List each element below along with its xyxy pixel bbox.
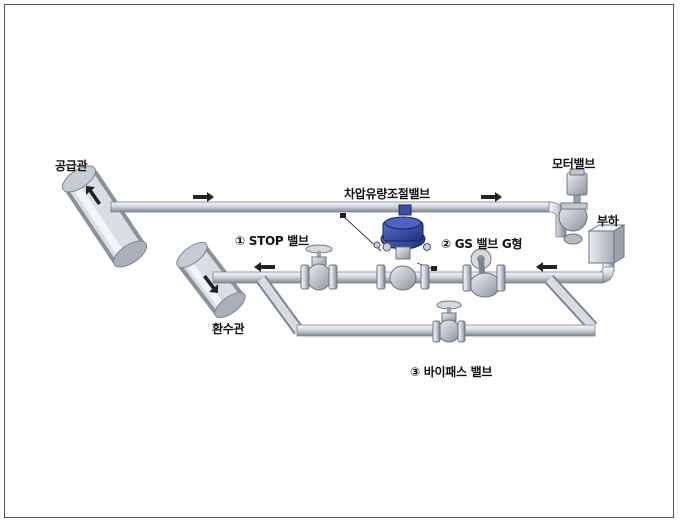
diagram-frame: 공급관 환수관 모터밸브 부하 차압유량조절밸브 ① STOP 밸브 ② GS … — [4, 4, 674, 518]
stop-valve — [300, 244, 338, 291]
gs-valve — [462, 248, 506, 298]
return-pipe — [176, 241, 246, 319]
piping-diagram — [61, 165, 626, 343]
arrow-left-icon — [536, 262, 557, 272]
supply-pipe — [61, 165, 148, 268]
diff-pressure-valve — [340, 204, 437, 291]
load-label: 부하 — [597, 214, 619, 228]
bypass-valve-label: ③ 바이패스 밸브 — [410, 365, 493, 379]
supply-pipe-label: 공급관 — [55, 159, 88, 173]
supply-line — [110, 201, 567, 238]
arrow-upleft-icon — [86, 186, 101, 205]
stop-valve-label: ① STOP 밸브 — [235, 234, 309, 248]
diff-pressure-valve-label: 차압유량조절밸브 — [344, 187, 430, 201]
arrow-right-icon — [193, 192, 214, 202]
bypass-valve — [432, 300, 466, 343]
gs-valve-label: ② GS 밸브 G형 — [441, 237, 523, 251]
flow-arrows — [86, 186, 557, 293]
arrow-left-icon — [254, 262, 275, 272]
return-pipe-label: 환수관 — [212, 322, 245, 336]
motor-valve-label: 모터밸브 — [552, 157, 595, 171]
motor-valve — [558, 168, 588, 245]
arrow-right-icon — [481, 192, 502, 202]
arrow-downright-icon — [203, 275, 218, 293]
load-box — [587, 224, 626, 264]
